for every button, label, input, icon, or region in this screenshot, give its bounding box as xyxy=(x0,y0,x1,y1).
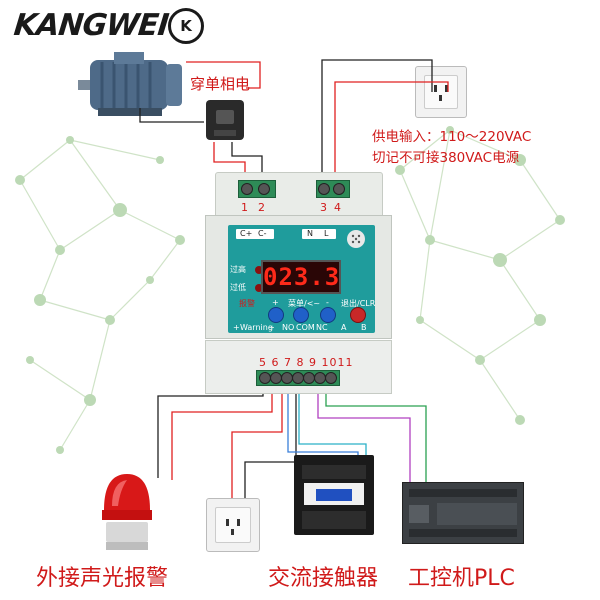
ct-minus-label: C- xyxy=(258,229,267,238)
ct-terminal-label: C+ C- xyxy=(236,229,274,239)
warning-label: Warning xyxy=(240,323,273,332)
alarm-button-label: 报警 xyxy=(239,299,255,308)
minus-button[interactable] xyxy=(320,307,336,323)
com-label: COM xyxy=(296,323,315,332)
contactor-illustration xyxy=(294,455,374,535)
socket-holes-icon-2 xyxy=(226,519,240,535)
phase-wire-label: 穿单相电 xyxy=(190,75,251,93)
n-label: N xyxy=(307,229,313,238)
exit-button[interactable] xyxy=(350,307,366,323)
nc-label: NC xyxy=(316,323,328,332)
b-label: B xyxy=(361,323,367,332)
power-socket-top xyxy=(415,66,467,118)
over-high-led xyxy=(255,266,263,274)
screw-3 xyxy=(318,183,330,195)
plc-label: 工控机PLC xyxy=(408,566,515,591)
brand-badge: K xyxy=(168,8,204,44)
exit-button-label: 退出/CLR xyxy=(341,299,376,308)
led-display: 023.3 xyxy=(261,260,341,294)
minus-button-label: - xyxy=(326,298,329,307)
menu-button[interactable] xyxy=(293,307,309,323)
current-transformer xyxy=(206,100,244,140)
over-low-label: 过低 xyxy=(230,283,246,292)
power-warning-label: 切记不可接380VAC电源 xyxy=(372,150,520,166)
plus-button-label: + xyxy=(272,298,279,307)
terminal-number-1: 1 xyxy=(241,201,248,214)
alarm-light-label: 外接声光报警 xyxy=(36,566,169,591)
buzzer-icon xyxy=(347,230,365,248)
terminal-number-3: 3 xyxy=(320,201,327,214)
a-label: A xyxy=(341,323,347,332)
motor-illustration xyxy=(78,52,182,116)
power-socket-bottom xyxy=(206,498,260,552)
terminal-number-2: 2 xyxy=(258,201,265,214)
screw-2 xyxy=(258,183,270,195)
power-terminal-label: N L xyxy=(302,229,336,239)
over-low-led xyxy=(255,284,263,292)
ct-plus-label: C+ xyxy=(240,229,253,238)
plc-illustration xyxy=(402,482,524,544)
power-input-label: 供电输入：110～220VAC xyxy=(372,129,532,145)
socket-holes-icon xyxy=(434,85,448,101)
terminal-number-4: 4 xyxy=(334,201,341,214)
warning-plus-label: + xyxy=(233,323,240,332)
plus-button[interactable] xyxy=(268,307,284,323)
bottom-terminal-numbers: 5 6 7 8 9 1011 xyxy=(259,356,354,369)
screw-1 xyxy=(241,183,253,195)
over-high-label: 过高 xyxy=(230,265,246,274)
screw-11 xyxy=(325,372,337,384)
no-label: NO xyxy=(282,323,295,332)
l-label: L xyxy=(324,229,329,238)
alarm-light-illustration xyxy=(102,474,152,550)
screw-4 xyxy=(333,183,345,195)
contactor-label: 交流接触器 xyxy=(268,566,379,591)
warning-minus-label: − xyxy=(268,323,275,332)
menu-button-label: 菜单/<~ xyxy=(288,299,321,308)
